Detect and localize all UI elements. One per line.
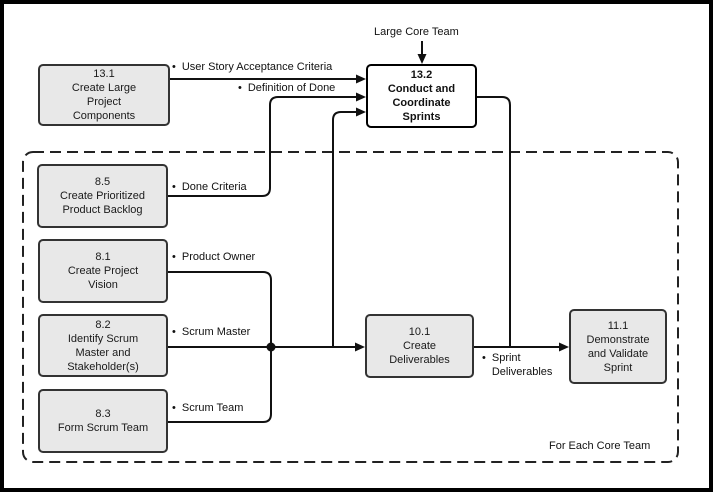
edge-8-3-to-junction xyxy=(168,347,272,423)
arrowhead-into-13-2-top-input xyxy=(356,74,366,84)
bullet-icon: • xyxy=(172,326,176,338)
edge-label-sprint-deliverables: • Sprint Deliverables xyxy=(482,351,552,379)
bullet-icon: • xyxy=(482,352,486,364)
edge-label-text: User Story Acceptance Criteria xyxy=(181,61,333,73)
process-box-10-1: 10.1 Create Deliverables xyxy=(365,314,474,378)
edge-8-5-to-13-2 xyxy=(168,96,357,197)
arrowhead-into-10-1 xyxy=(355,342,365,352)
bullet-icon: • xyxy=(238,82,242,94)
edge-label-scrum-master: • Scrum Master xyxy=(172,325,250,339)
edge-13-2-to-deliverables-line xyxy=(477,96,511,346)
edge-label-text: Scrum Master xyxy=(181,326,251,338)
edge-label-text: Sprint Deliverables xyxy=(491,352,553,378)
process-box-8-1: 8.1 Create Project Vision xyxy=(38,239,168,303)
edge-label-product-owner: • Product Owner xyxy=(172,250,255,264)
arrowhead-into-13-2-from-top xyxy=(417,54,427,64)
edge-label-text: Definition of Done xyxy=(247,82,336,94)
bullet-icon: • xyxy=(172,251,176,263)
process-box-13-2: 13.2 Conduct and Coordinate Sprints xyxy=(366,64,477,128)
edge-label-text: Done Criteria xyxy=(181,181,247,193)
edge-label-user-story-acceptance-criteria: • User Story Acceptance Criteria xyxy=(172,60,332,74)
process-box-8-3: 8.3 Form Scrum Team xyxy=(38,389,168,453)
process-box-13-1: 13.1 Create Large Project Components xyxy=(38,64,170,126)
process-box-8-2: 8.2 Identify Scrum Master and Stakeholde… xyxy=(38,314,168,377)
label-large-core-team: Large Core Team xyxy=(374,26,459,38)
label-for-each-core-team: For Each Core Team xyxy=(549,440,651,452)
bullet-icon: • xyxy=(172,181,176,193)
process-box-8-5: 8.5 Create Prioritized Product Backlog xyxy=(37,164,168,228)
edge-label-done-criteria: • Done Criteria xyxy=(172,180,247,194)
arrowhead-into-13-2-low-input xyxy=(356,107,366,117)
bullet-icon: • xyxy=(172,402,176,414)
edge-8-1-to-junction xyxy=(168,271,272,347)
bullet-icon: • xyxy=(172,61,176,73)
core-team-boundary xyxy=(22,151,679,463)
process-box-11-1: 11.1 Demonstrate and Validate Sprint xyxy=(569,309,667,384)
edge-junction-to-13-2 xyxy=(332,111,357,346)
edge-label-text: Product Owner xyxy=(181,251,256,263)
edge-label-definition-of-done: • Definition of Done xyxy=(238,81,335,95)
edge-label-scrum-team: • Scrum Team xyxy=(172,401,243,415)
arrowhead-into-13-2-mid-input xyxy=(356,92,366,102)
junction-dot xyxy=(266,342,276,352)
edge-label-text: Scrum Team xyxy=(181,402,244,414)
arrowhead-into-11-1 xyxy=(559,342,569,352)
